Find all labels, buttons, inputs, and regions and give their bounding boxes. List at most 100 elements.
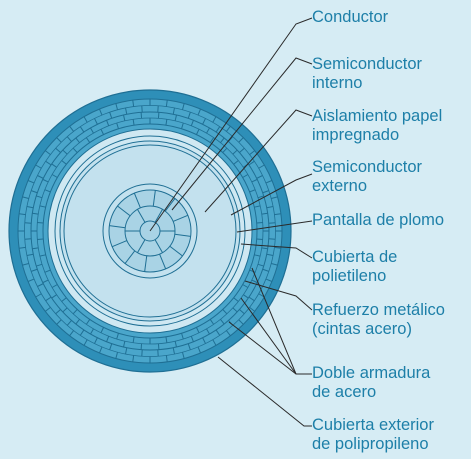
armour-brick-joint (165, 336, 168, 343)
armour-brick-joint (257, 263, 264, 267)
armour-brick-joint (56, 137, 62, 143)
armour-brick-joint (99, 108, 103, 116)
armour-brick-joint (56, 319, 62, 325)
armour-brick-joint (132, 100, 135, 107)
armour-brick-joint (254, 254, 261, 257)
armour-brick-joint (257, 195, 264, 199)
armour-brick-joint (132, 336, 135, 343)
armour-brick-joint (195, 128, 200, 135)
armour-brick-joint (45, 296, 52, 302)
label-cubierta-exterior: Cubierta exterior de polipropileno (312, 416, 434, 453)
armour-brick-joint (115, 103, 119, 110)
leader-cubierta-exterior (217, 356, 312, 427)
armour-brick-joint (66, 320, 72, 326)
label-doble-armadura: Doble armadura de acero (312, 364, 431, 401)
armour-brick-joint (232, 307, 238, 313)
armour-brick-joint (251, 178, 258, 183)
armour-brick-joint (202, 337, 206, 344)
armour-brick-joint (233, 160, 239, 165)
armour-brick-joint (22, 196, 29, 200)
armour-brick-joint (165, 100, 168, 107)
armour-brick-joint (228, 136, 234, 142)
armour-brick-joint (274, 246, 281, 249)
armour-brick-joint (172, 347, 175, 355)
armour-brick-joint (220, 137, 225, 143)
armour-brick-joint (265, 278, 273, 282)
armour-brick-joint (37, 283, 44, 287)
armour-brick-joint (79, 329, 85, 336)
leader-pantalla-plomo (236, 220, 313, 233)
armour-brick-joint (115, 352, 119, 359)
leader-conductor (149, 17, 313, 232)
armour-brick-joint (85, 319, 91, 325)
armour-brick-joint (123, 114, 126, 121)
armour-brick-joint (125, 347, 128, 355)
conductor-strand-divider (164, 198, 176, 212)
armour-brick-joint (94, 118, 98, 125)
armour-brick-joint (254, 205, 261, 208)
armour-brick-joint (249, 307, 256, 312)
armour-brick-joint (271, 262, 278, 266)
conductor-strand-divider (109, 225, 126, 229)
armour-brick-joint (109, 343, 113, 351)
conductor-strand-divider (159, 253, 167, 270)
conductor-strand-divider (172, 214, 189, 222)
armour-brick-joint (72, 147, 78, 153)
armour-brick-joint (248, 296, 255, 302)
armour-brick-joint (36, 195, 43, 199)
armour-brick-joint (181, 333, 184, 340)
armour-brick-joint (30, 268, 38, 272)
armour-brick-joint (261, 247, 268, 250)
armour-brick-joint (27, 180, 35, 184)
armour-brick-joint (32, 247, 39, 250)
armour-brick-joint (39, 254, 46, 257)
leader-semi-interno (171, 57, 313, 211)
armour-brick-joint (83, 339, 88, 346)
armour-brick-joint (51, 284, 58, 288)
armour-brick-joint (100, 128, 105, 135)
armour-brick-joint (26, 253, 34, 256)
label-conductor: Conductor (312, 8, 389, 26)
armour-brick-joint (174, 341, 177, 348)
armour-brick-joint (195, 327, 200, 334)
armour-brick-joint (209, 137, 215, 143)
armour-brick-joint (212, 339, 217, 346)
armour-brick-joint (62, 307, 68, 313)
conductor-strand-divider (152, 190, 156, 207)
armour-brick-joint (232, 149, 238, 155)
armour-brick-joint (51, 294, 57, 299)
armour-brick-joint (242, 174, 249, 178)
armour-brick-joint (209, 319, 215, 325)
conductor-strand-divider (154, 209, 163, 223)
conductor-strand-divider (169, 245, 183, 257)
armour-brick-joint (262, 268, 270, 272)
armour-brick-joint (251, 279, 258, 284)
armour-brick-joint (45, 160, 52, 166)
armour-brick-joint (174, 114, 177, 121)
armour-brick-joint (197, 108, 201, 116)
armour-brick-joint (116, 122, 119, 129)
armour-brick-joint (69, 330, 74, 337)
armour-brick-joint (271, 196, 278, 200)
armour-brick-joint (190, 336, 194, 342)
armour-brick-joint (35, 164, 42, 169)
label-aislamiento: Aislamiento papel impregnado (312, 107, 443, 144)
armour-brick-joint (190, 120, 194, 126)
label-semiconductor-externo: Semiconductor externo (312, 158, 423, 195)
armour-brick-joint (249, 189, 256, 193)
armour-brick-joint (261, 212, 268, 215)
armour-brick-joint (165, 355, 168, 362)
leader-cubierta-pe (240, 243, 313, 259)
armour-brick-joint (55, 309, 61, 315)
armour-brick-joint (226, 125, 231, 132)
armour-brick-joint (44, 189, 51, 193)
armour-brick-joint (262, 190, 270, 194)
leader-aislamiento (204, 109, 313, 213)
armour-brick-joint (37, 175, 44, 179)
armour-brick-joint (222, 147, 228, 153)
armour-brick-joint (249, 150, 256, 155)
armour-brick-joint (83, 116, 88, 123)
armour-brick-joint (19, 246, 26, 249)
armour-brick-joint (44, 307, 51, 312)
